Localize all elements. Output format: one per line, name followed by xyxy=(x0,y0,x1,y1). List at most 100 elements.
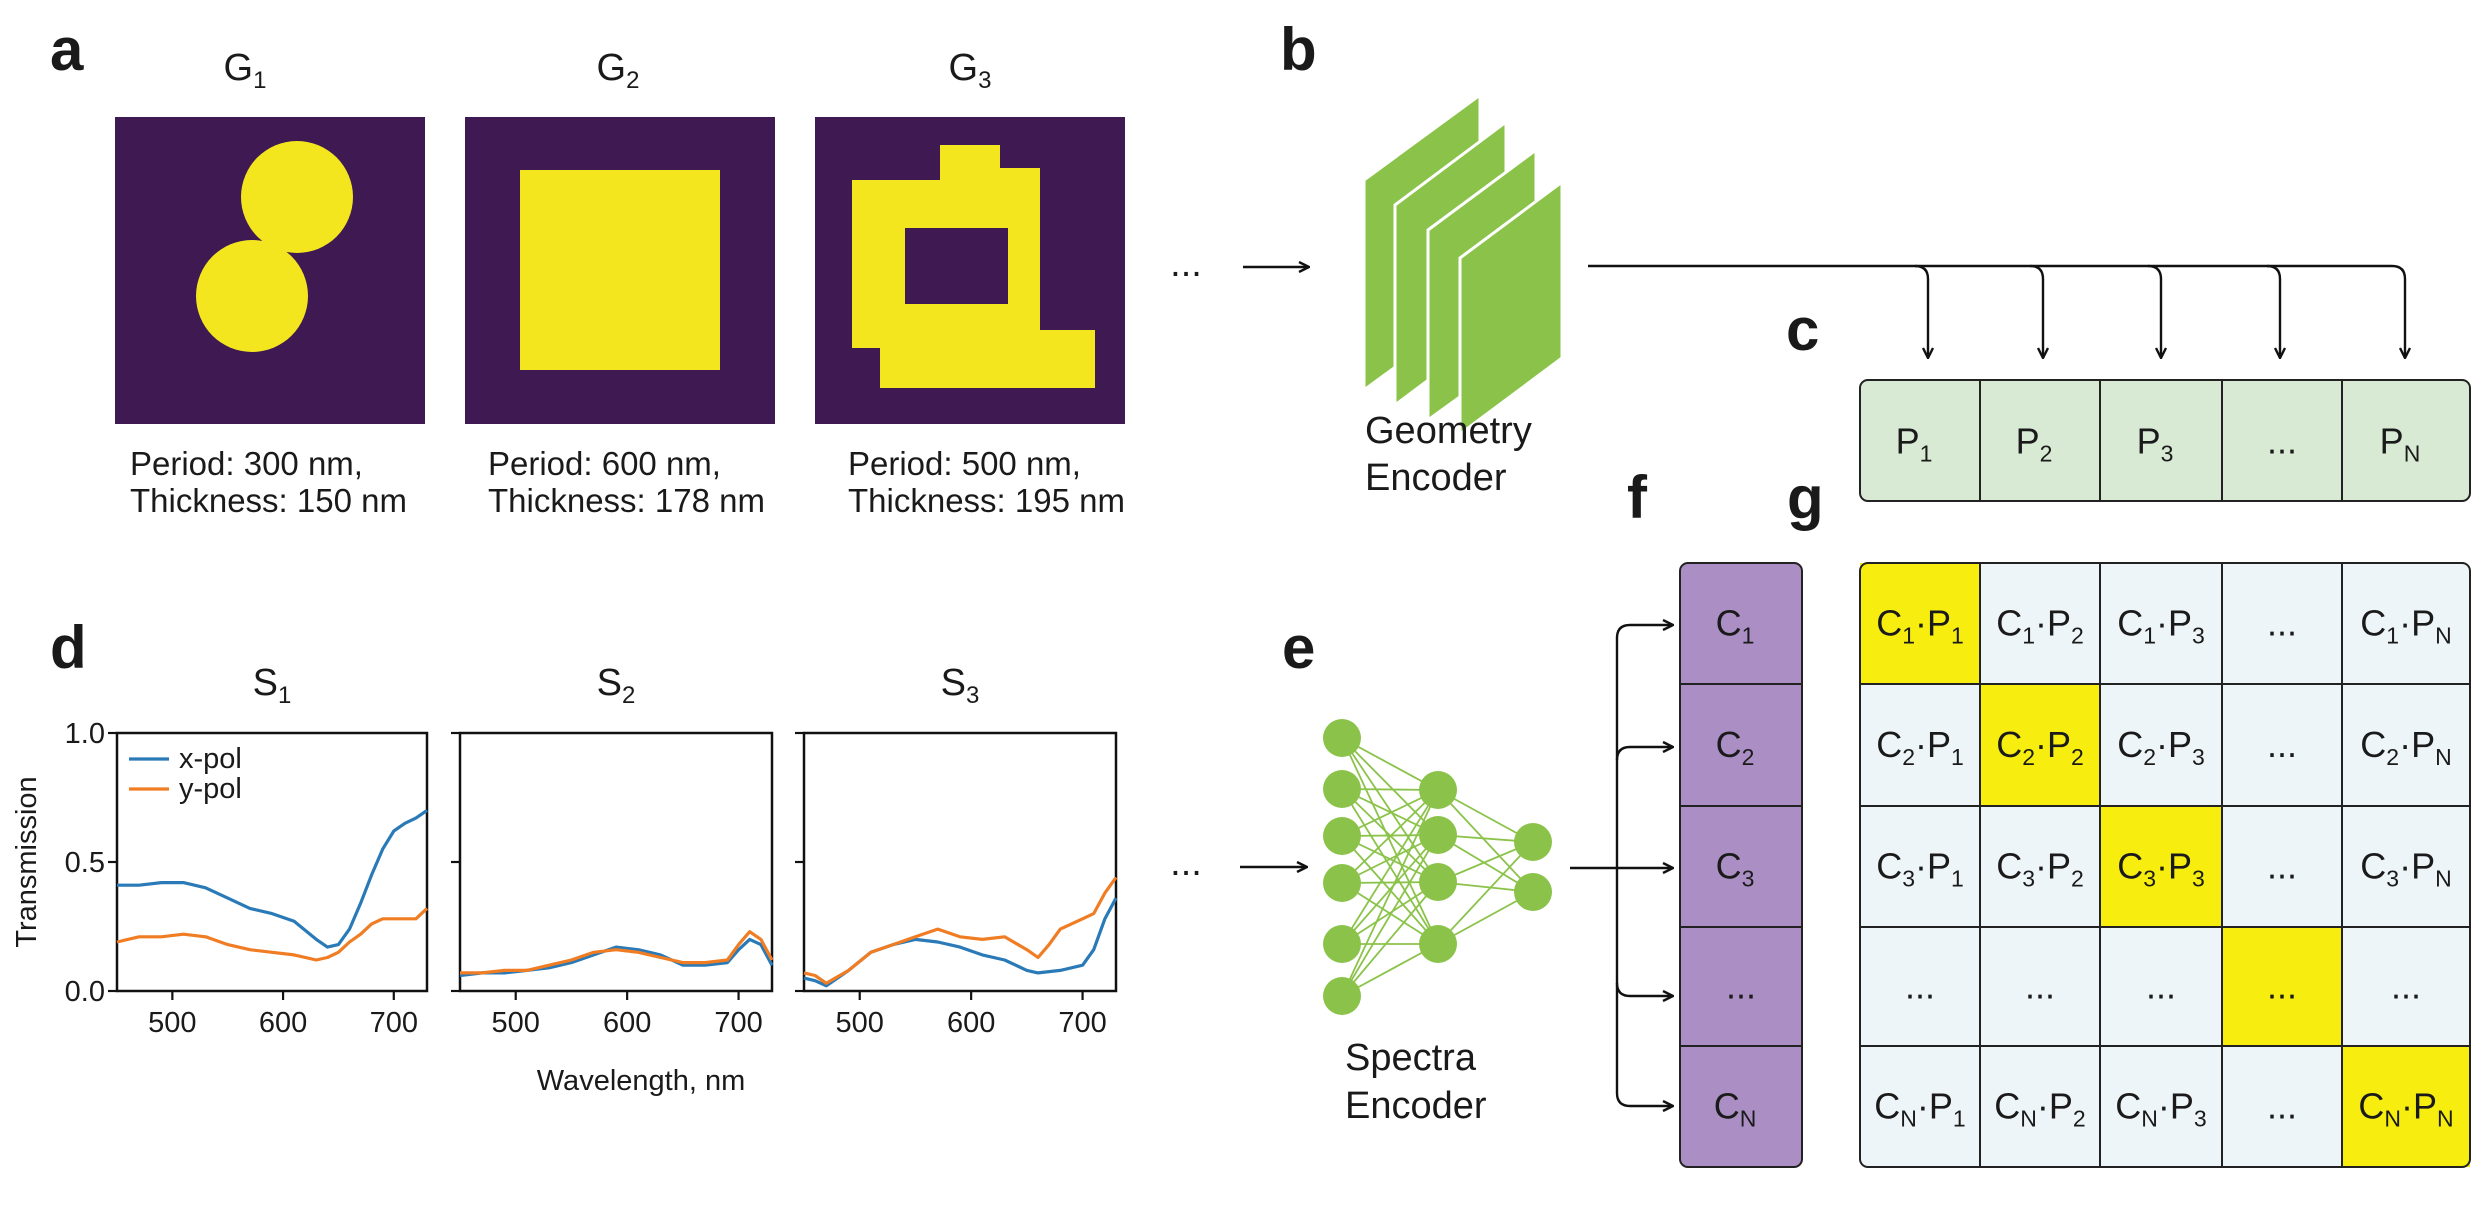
y-tick-label: 1.0 xyxy=(65,718,105,750)
nn-connection xyxy=(1341,881,1439,945)
panel-label-c: c xyxy=(1786,296,1819,363)
matrix-p-symbol: P xyxy=(2047,724,2071,765)
nn-connection xyxy=(1341,834,1439,997)
matrix-col-sub: N xyxy=(2435,744,2452,770)
matrix-cell-1-1: C1·P1 xyxy=(1876,603,1964,649)
matrix-c-symbol: C xyxy=(1994,1086,2020,1127)
spectra-title-2-sub: 2 xyxy=(622,682,635,709)
matrix-dot: · xyxy=(1917,1086,1929,1127)
matrix-row-sub: N xyxy=(2141,1106,2158,1132)
matrix-cell-ellipsis: ... xyxy=(2267,724,2297,765)
matrix-dot: · xyxy=(2401,1086,2413,1127)
matrix-cell-4-2: ... xyxy=(2025,966,2055,1007)
matrix-cell-1-4: ... xyxy=(2267,603,2297,644)
p-cell-2-sub: 2 xyxy=(2040,441,2053,467)
matrix-cell-5-5: CN·PN xyxy=(2358,1086,2453,1132)
matrix-row-sub: N xyxy=(2384,1106,2401,1132)
c-cell-5: CN xyxy=(1714,1086,1757,1132)
panel-label-e: e xyxy=(1282,614,1315,681)
geometry-2-thickness: Thickness: 178 nm xyxy=(488,482,765,519)
c-cell-1-sub: 1 xyxy=(1742,623,1755,649)
matrix-col-sub: 2 xyxy=(2071,744,2084,770)
geometry-2-title: G2 xyxy=(597,47,640,94)
spectra-distribution-arrows xyxy=(1570,625,1672,1106)
matrix-cell-ellipsis: ... xyxy=(2391,966,2421,1007)
matrix-row-sub: 1 xyxy=(2386,623,2399,649)
matrix-border xyxy=(1859,562,2471,1168)
matrix-row-sub: N xyxy=(1900,1106,1917,1132)
matrix-cell-2-4: ... xyxy=(2267,724,2297,765)
c-cell-1-main: C xyxy=(1716,603,1742,644)
x-axis-label: Wavelength, nm xyxy=(537,1065,745,1097)
matrix-col-sub: 1 xyxy=(1951,623,1964,649)
matrix-cell-4-5: ... xyxy=(2391,966,2421,1007)
matrix-cell-3-2: C3·P2 xyxy=(1996,846,2084,892)
spectra-ellipsis: ... xyxy=(1170,842,1202,884)
matrix-diagonal-cell xyxy=(2100,806,2222,927)
p-cell-3: P3 xyxy=(2137,421,2174,467)
nn-node xyxy=(1323,925,1361,963)
matrix-c-symbol: C xyxy=(2358,1086,2384,1127)
p-cell-1-main: P xyxy=(1896,421,1920,462)
matrix-dot: · xyxy=(1915,603,1927,644)
matrix-dot: · xyxy=(2037,1086,2049,1127)
nn-node xyxy=(1323,817,1361,855)
matrix-cell-5-3: CN·P3 xyxy=(2115,1086,2206,1132)
geometry-1: G1 Period: 300 nm, Thickness: 150 nm xyxy=(115,47,425,519)
panel-label-a: a xyxy=(50,16,84,83)
matrix-p-symbol: P xyxy=(2168,724,2192,765)
matrix-p-symbol: P xyxy=(2170,1086,2194,1127)
matrix-dot: · xyxy=(2399,724,2411,765)
p-cell-3-sub: 3 xyxy=(2161,441,2174,467)
matrix-c-symbol: C xyxy=(2115,1086,2141,1127)
p-row-box xyxy=(1859,379,2471,502)
matrix-p-symbol: P xyxy=(1927,603,1951,644)
matrix-cell-ellipsis: ... xyxy=(2267,966,2297,1007)
geometry-distribution-arrows xyxy=(1588,264,2405,357)
p-cell-3-main: P xyxy=(2137,421,2161,462)
matrix-c-symbol: C xyxy=(2117,603,2143,644)
matrix-cell-2-2: C2·P2 xyxy=(1996,724,2084,770)
spectra-encoder-label-1: Spectra xyxy=(1345,1037,1477,1079)
matrix-dot: · xyxy=(2156,603,2168,644)
matrix-p-symbol: P xyxy=(1927,724,1951,765)
matrix-c-symbol: C xyxy=(1876,846,1902,887)
p-cell-4-main: ... xyxy=(2267,421,2297,462)
matrix-cell-ellipsis: ... xyxy=(1905,966,1935,1007)
matrix-cell-ellipsis: ... xyxy=(2267,1086,2297,1127)
matrix-c-symbol: C xyxy=(1876,724,1902,765)
matrix-cell-3-4: ... xyxy=(2267,846,2297,887)
geometry-3-thickness: Thickness: 195 nm xyxy=(848,482,1125,519)
spectra-title-3-sub: 3 xyxy=(966,682,979,709)
x-tick-label: 500 xyxy=(148,1007,196,1039)
c-cell-3-main: C xyxy=(1716,846,1742,887)
matrix-c-symbol: C xyxy=(2117,846,2143,887)
matrix-p-symbol: P xyxy=(1929,1086,1953,1127)
x-tick-label: 700 xyxy=(1058,1007,1106,1039)
p-cell-2: P2 xyxy=(2016,421,2053,467)
x-tick-label: 500 xyxy=(836,1007,884,1039)
spectra-title-3-main: S xyxy=(941,662,966,704)
matrix-dot: · xyxy=(2399,846,2411,887)
matrix-col-sub: 1 xyxy=(1953,1106,1966,1132)
matrix-dot: · xyxy=(2035,603,2047,644)
c-cell-5-main: C xyxy=(1714,1086,1740,1127)
matrix-c-symbol: C xyxy=(2360,603,2386,644)
geometry-3: G3 Period: 500 nm, Thickness: 195 nm xyxy=(815,47,1125,519)
x-tick-label: 600 xyxy=(259,1007,307,1039)
spectra-title-3: S3 xyxy=(941,662,980,709)
c-cell-2-main: C xyxy=(1716,724,1742,765)
matrix-cell-1-2: C1·P2 xyxy=(1996,603,2084,649)
matrix-cell-ellipsis: ... xyxy=(2025,966,2055,1007)
matrix-row-sub: 3 xyxy=(2143,866,2156,892)
matrix-c-symbol: C xyxy=(2360,846,2386,887)
series-line-x-pol xyxy=(117,809,428,949)
matrix-diagonal-cell xyxy=(2342,1046,2470,1167)
matrix-c-symbol: C xyxy=(1874,1086,1900,1127)
matrix-col-sub: 3 xyxy=(2192,866,2205,892)
matrix-col-sub: N xyxy=(2437,1106,2454,1132)
matrix-c-symbol: C xyxy=(1996,603,2022,644)
legend-label-x-pol: x-pol xyxy=(179,743,242,775)
